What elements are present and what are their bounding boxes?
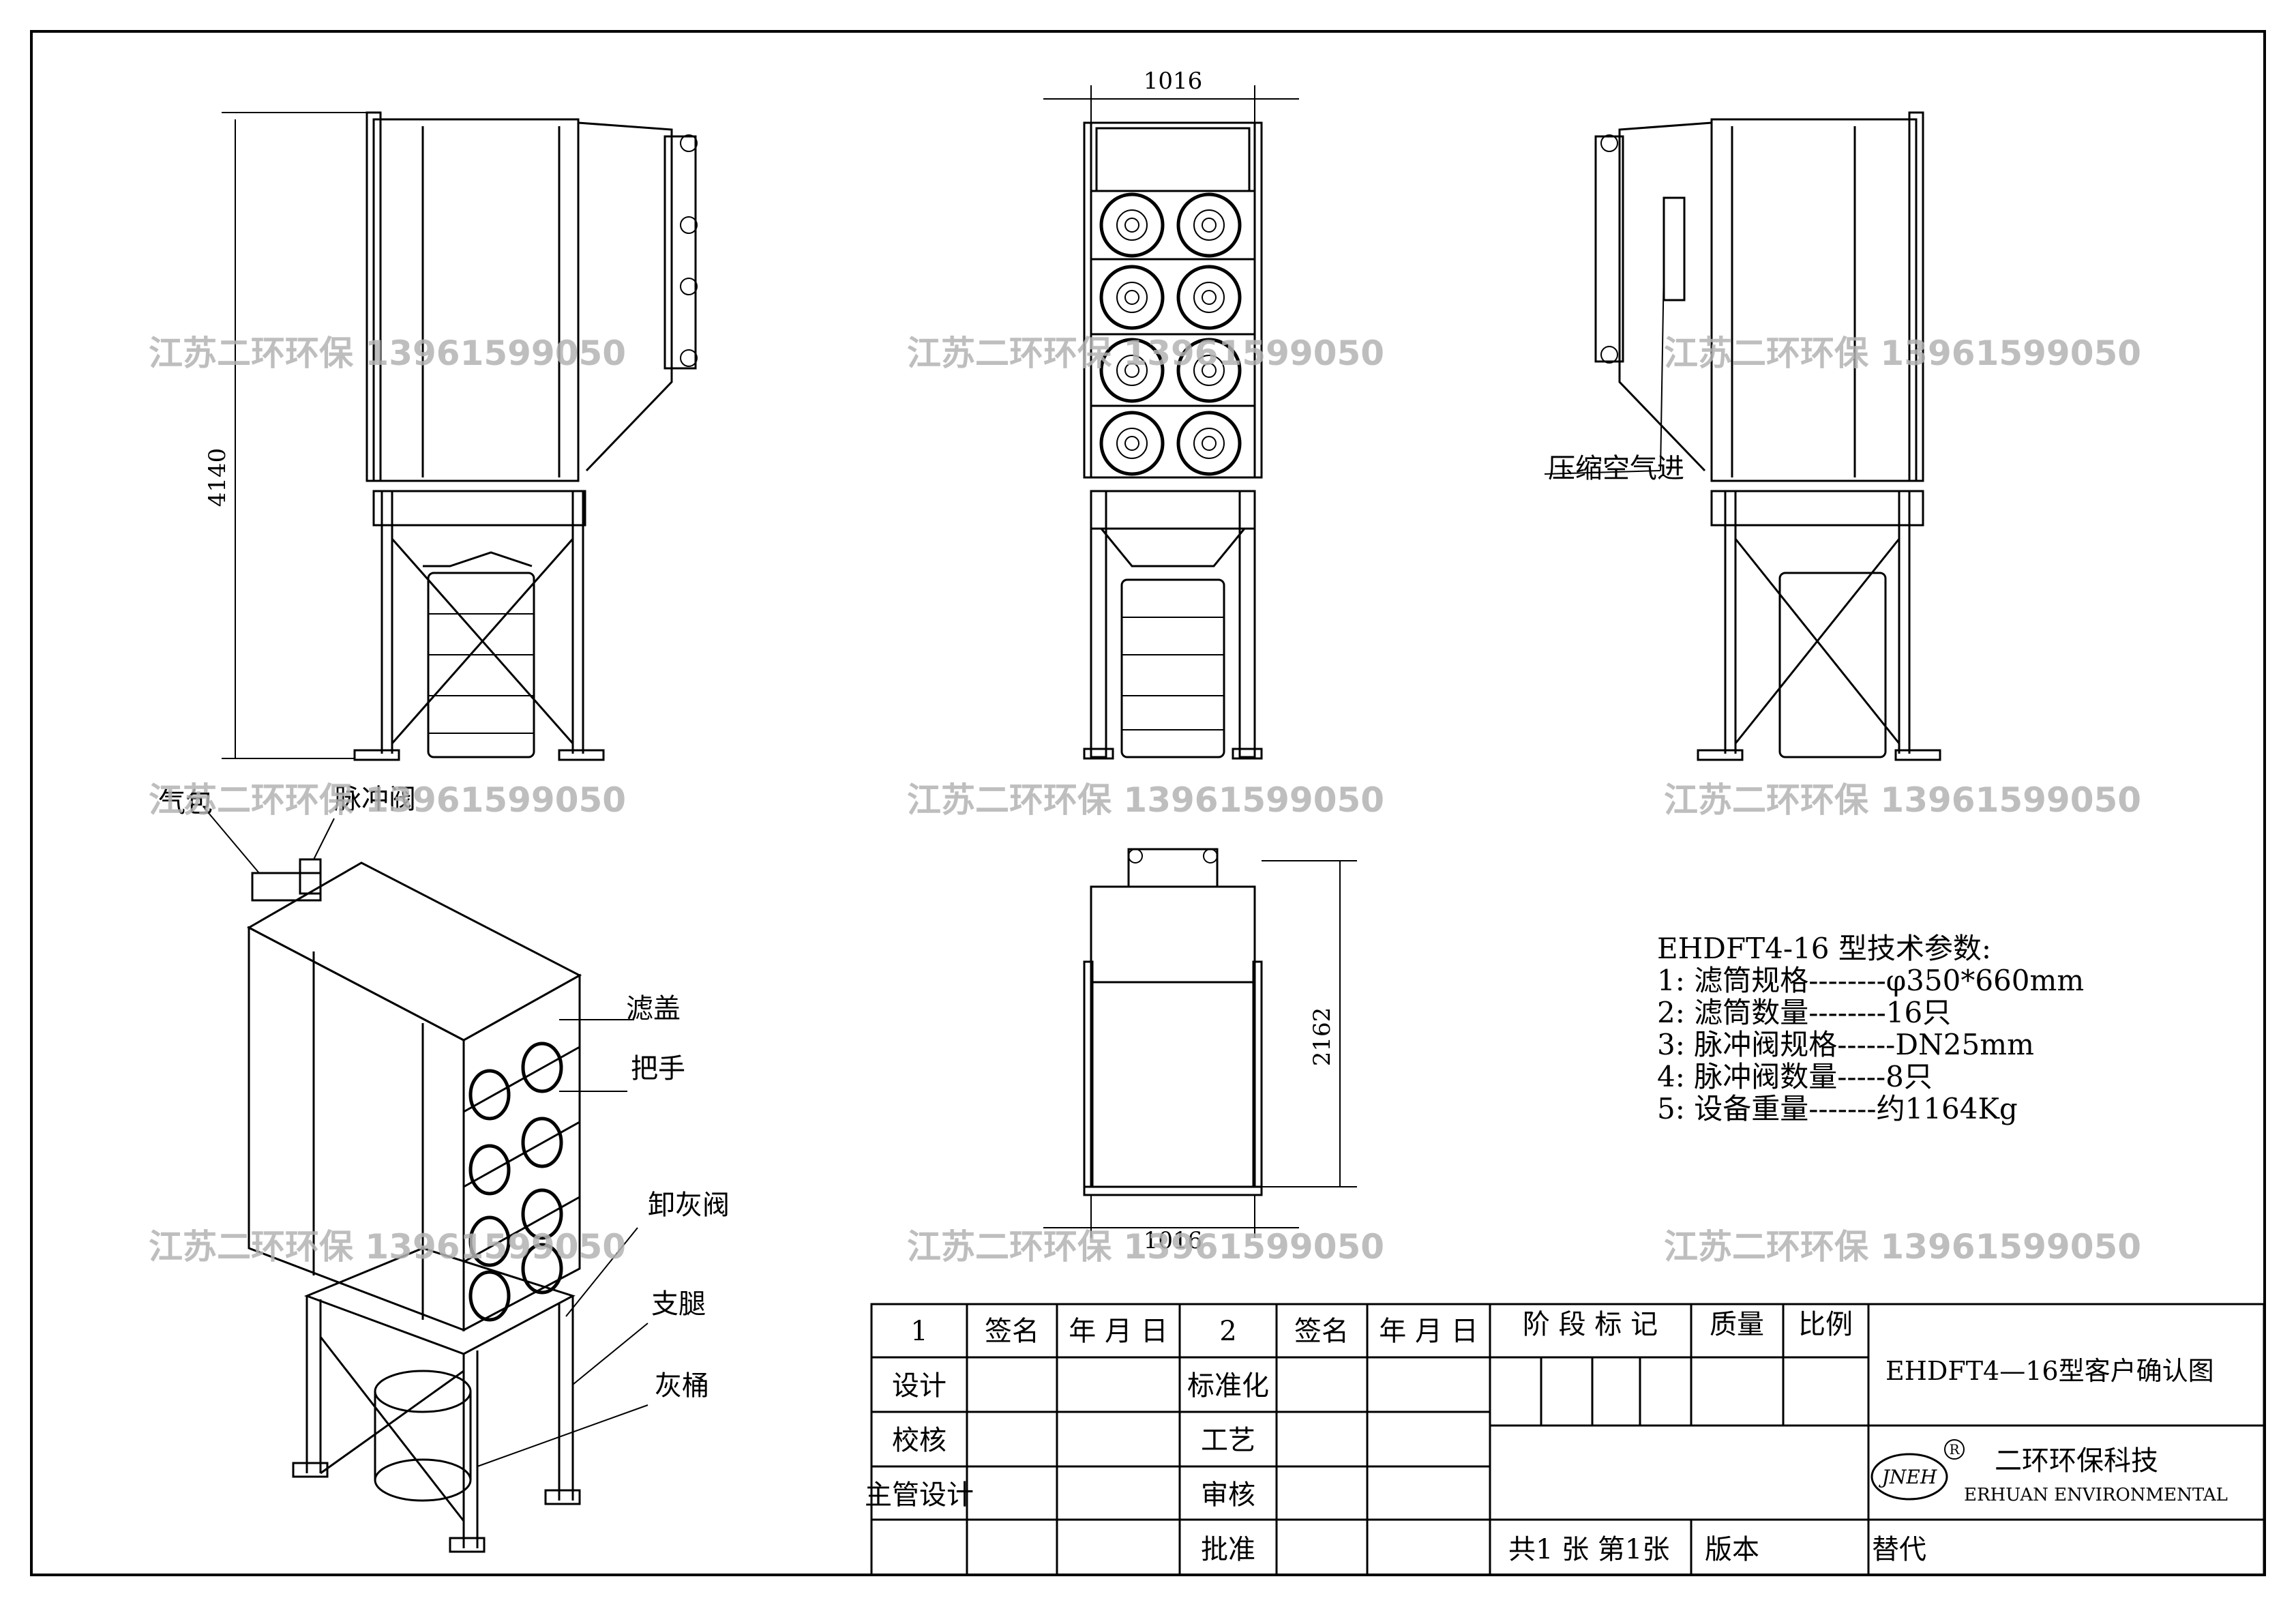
tb-col2: 2	[1219, 1316, 1236, 1347]
title-block: 1 签名 年 月 日 2 签名 年 月 日 阶 段 标 记 质量 比例 设计 校…	[865, 1303, 2265, 1576]
tb-date1: 年 月 日	[1069, 1316, 1167, 1347]
tb-date2: 年 月 日	[1379, 1316, 1478, 1347]
front-view: 1016	[1043, 68, 1299, 760]
right-side-view: 压缩空气进	[1544, 111, 1941, 761]
left-side-view: 4140	[204, 111, 698, 761]
tech-specs: EHDFT4-16 型技术参数: 1: 滤筒规格--------φ350*660…	[1657, 932, 2084, 1125]
logo-text: JNEH	[1879, 1466, 1937, 1488]
tb-version: 版本	[1705, 1534, 1759, 1565]
spec-heading: EHDFT4-16 型技术参数:	[1657, 932, 1991, 965]
registered-icon	[1944, 1439, 1965, 1460]
label-compressed-air: 压缩空气进	[1548, 453, 1684, 484]
tb-sign1: 签名	[985, 1316, 1039, 1347]
spec-line-1: 1: 滤筒规格--------φ350*660mm	[1657, 964, 2084, 997]
watermark: 江苏二环环保 13961599050	[907, 1227, 1384, 1267]
tb-weight: 质量	[1710, 1309, 1764, 1340]
tb-stage: 阶 段 标 记	[1523, 1309, 1658, 1340]
tb-scale: 比例	[1798, 1309, 1853, 1340]
watermarks: 江苏二环环保 13961599050 江苏二环环保 13961599050 江苏…	[149, 334, 2141, 1267]
company-name-en: ERHUAN ENVIRONMENTAL	[1964, 1485, 2228, 1505]
label-pulse-valve: 脉冲阀	[334, 784, 416, 815]
watermark: 江苏二环环保 13961599050	[1664, 1227, 2141, 1267]
isometric-view: 气包 脉冲阀 滤盖 把手 卸灰阀 支腿 灰桶	[158, 784, 730, 1553]
label-discharge-valve: 卸灰阀	[648, 1190, 730, 1221]
label-air-tank: 气包	[158, 787, 213, 818]
tb-chief: 主管设计	[865, 1479, 974, 1511]
tb-process: 工艺	[1201, 1425, 1255, 1456]
label-leg: 支腿	[651, 1288, 706, 1320]
label-filter-cover: 滤盖	[626, 993, 681, 1024]
watermark: 江苏二环环保 13961599050	[149, 1227, 626, 1267]
label-ash-bucket: 灰桶	[655, 1370, 709, 1402]
watermark: 江苏二环环保 13961599050	[1664, 334, 2141, 373]
tb-replace: 替代	[1872, 1534, 1926, 1565]
watermark: 江苏二环环保 13961599050	[1664, 780, 2141, 820]
company-name-cn: 二环环保科技	[1995, 1445, 2158, 1477]
front-width-dim: 1016	[1144, 68, 1203, 95]
tb-standard: 标准化	[1187, 1370, 1269, 1402]
iso-filter-covers	[468, 1042, 563, 1322]
watermark: 江苏二环环保 13961599050	[149, 780, 626, 820]
spec-line-4: 4: 脉冲阀数量-----8只	[1657, 1060, 1933, 1093]
spec-line-5: 5: 设备重量-------约1164Kg	[1657, 1092, 2018, 1125]
spec-line-3: 3: 脉冲阀规格------DN25mm	[1657, 1028, 2034, 1061]
tb-col1: 1	[910, 1316, 927, 1347]
filter-cartridges	[1099, 192, 1242, 476]
tb-sign2: 签名	[1294, 1316, 1349, 1347]
watermark: 江苏二环环保 13961599050	[907, 334, 1384, 373]
company-logo	[1870, 1453, 1948, 1501]
drawing-title: EHDFT4—16型客户确认图	[1885, 1356, 2214, 1386]
front-height-dim: 4140	[204, 448, 231, 507]
watermark: 江苏二环环保 13961599050	[149, 334, 626, 373]
label-handle: 把手	[631, 1053, 685, 1084]
spec-line-2: 2: 滤筒数量--------16只	[1657, 996, 1951, 1029]
watermark: 江苏二环环保 13961599050	[907, 780, 1384, 820]
tb-approve: 批准	[1201, 1534, 1255, 1565]
top-width-dim: 1016	[1144, 1227, 1203, 1254]
tb-review: 审核	[1201, 1479, 1255, 1511]
top-depth-dim: 2162	[1309, 1007, 1336, 1067]
tb-sheets: 共1 张 第1张	[1508, 1534, 1669, 1565]
top-view: 2162 1016	[1043, 848, 1357, 1254]
tb-design: 设计	[892, 1370, 946, 1402]
tb-check: 校核	[892, 1425, 946, 1456]
registered-mark: R	[1949, 1441, 1960, 1458]
